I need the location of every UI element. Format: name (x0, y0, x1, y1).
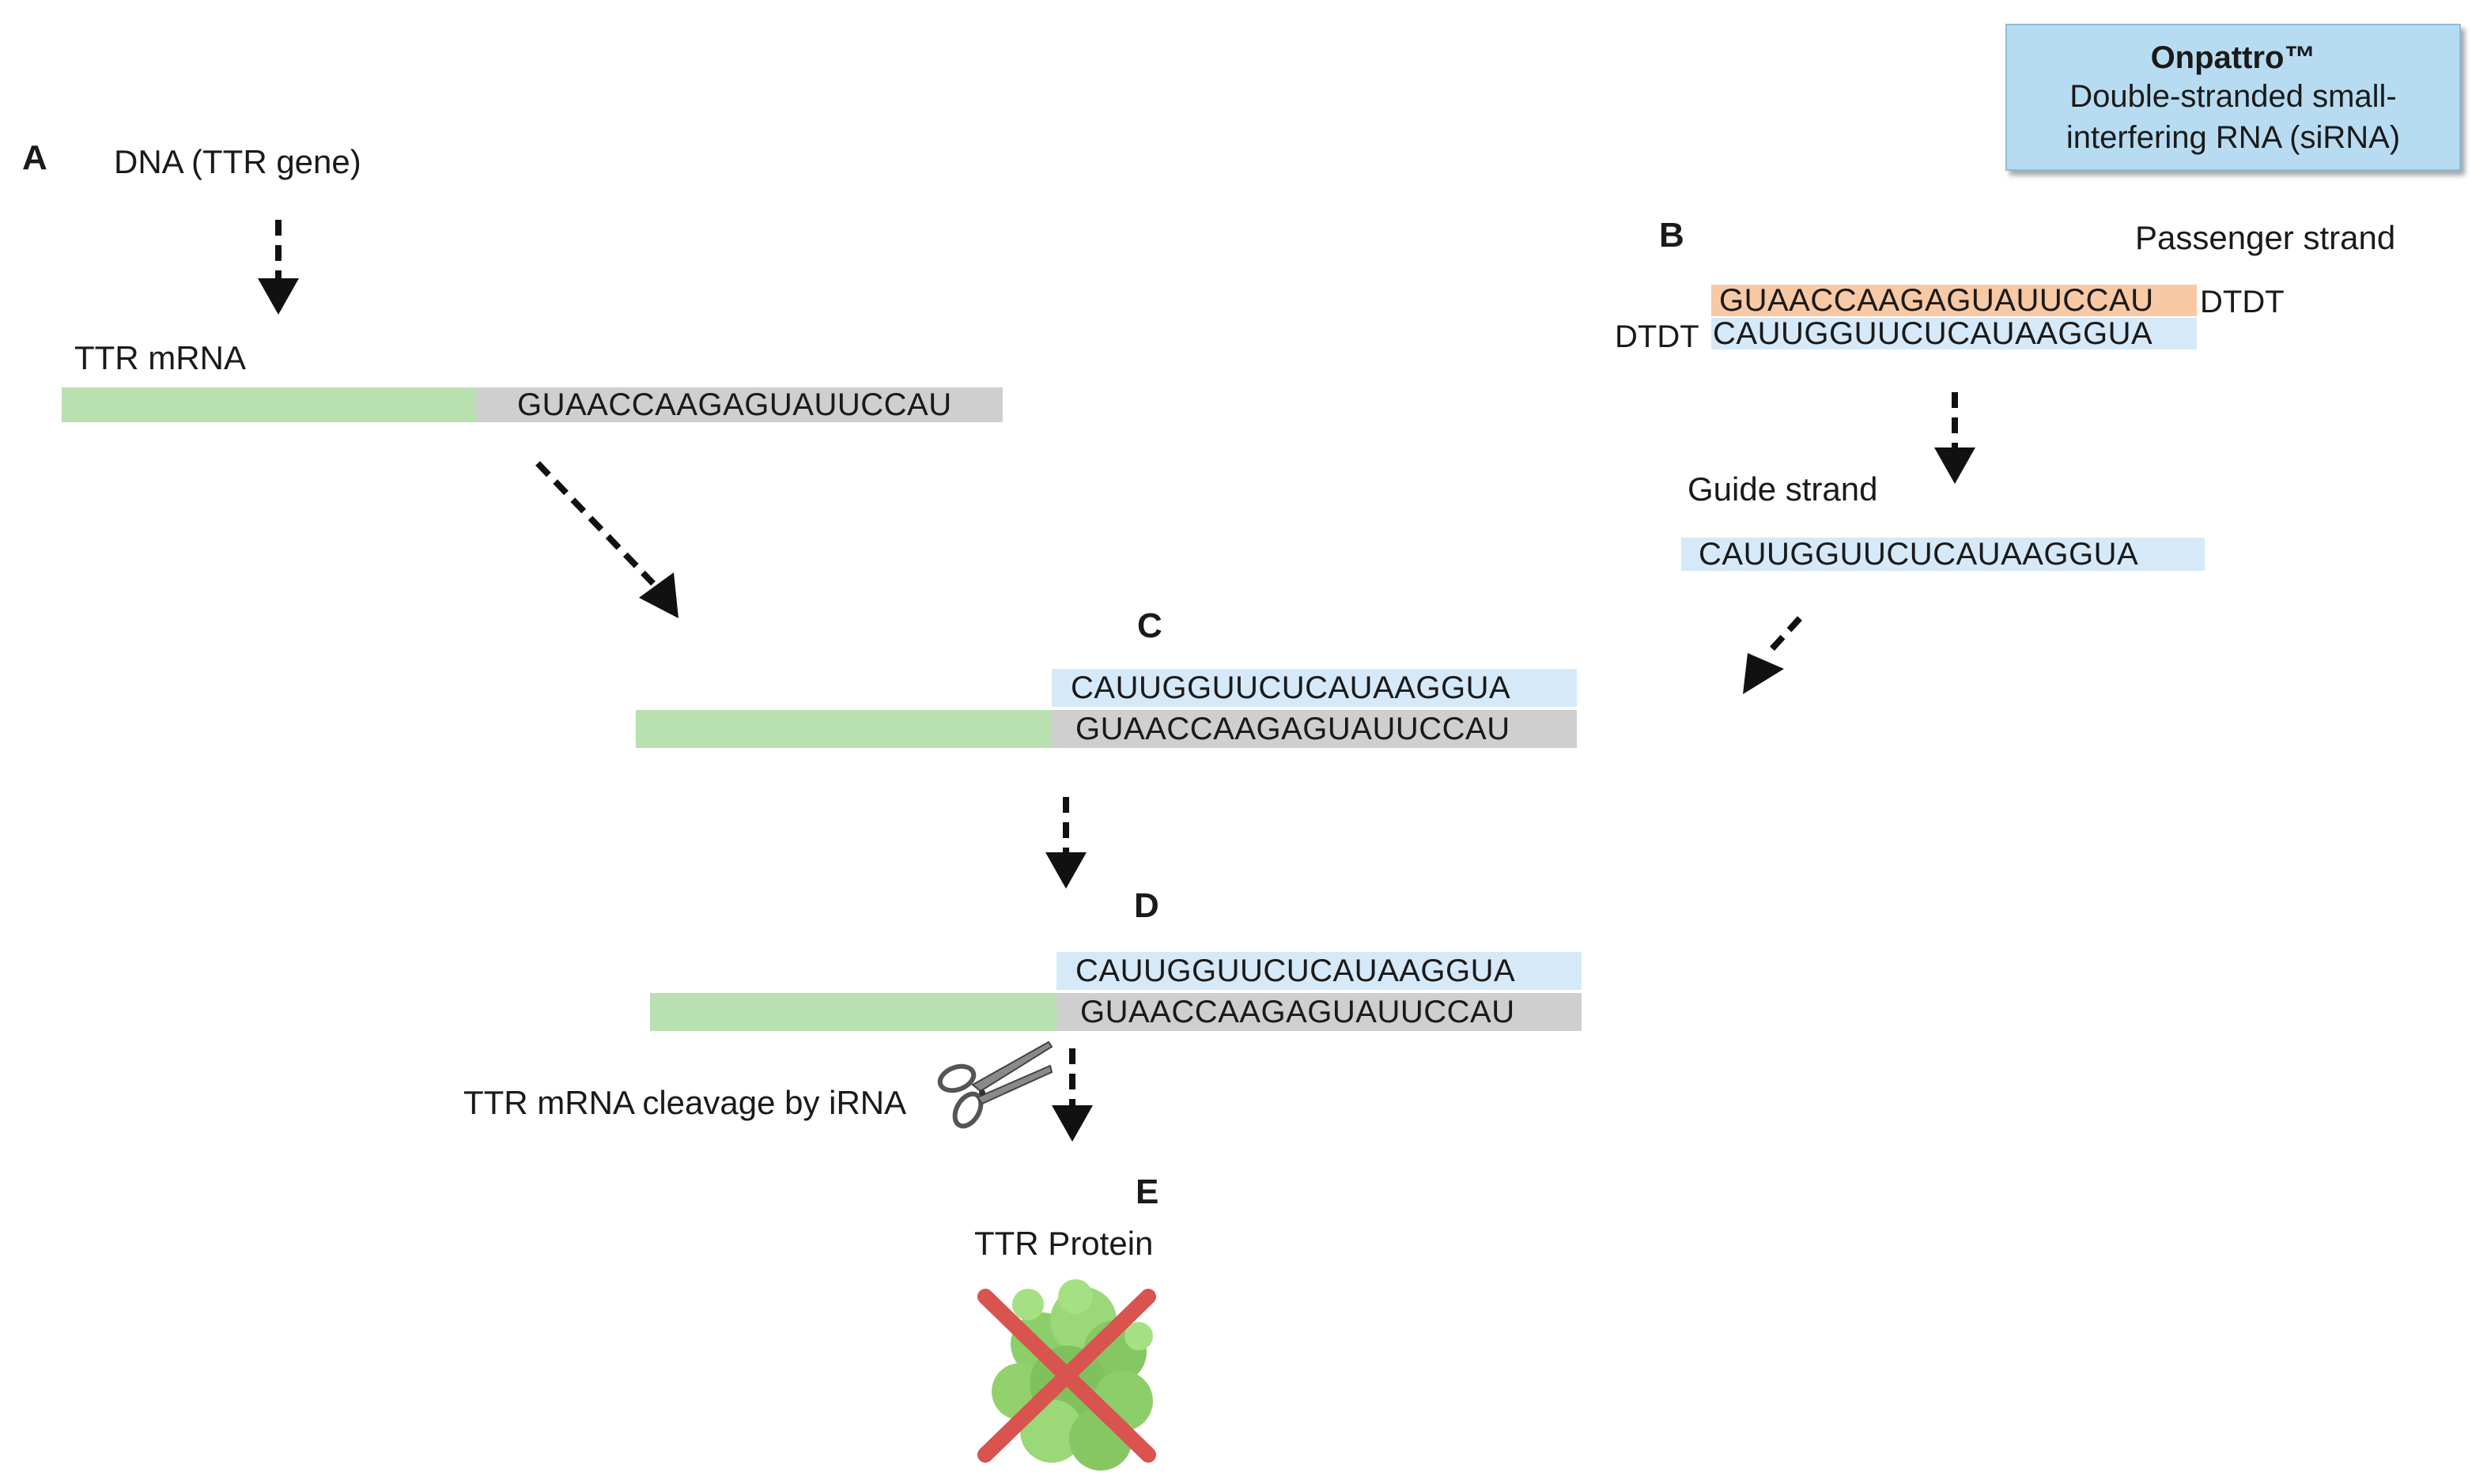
onpattro-info-box: Onpattro™ Double-stranded small-interfer… (2005, 24, 2461, 171)
mrna-c-seq-text: GUAACCAAGAGUAUUCCAU (1075, 712, 1510, 746)
guide-strand-seq: CAUUGGUUCUCAUAAGGUA (1681, 538, 2205, 571)
info-box-title: Onpattro™ (2150, 40, 2316, 75)
scissors-icon (937, 1040, 1053, 1129)
arrow-guide-to-c (1743, 616, 1802, 694)
arrow-c-to-d (1045, 797, 1087, 889)
ttr-mrna-label: TTR mRNA (74, 339, 246, 376)
cleavage-label: TTR mRNA cleavage by iRNA (463, 1084, 907, 1121)
dna-label: DNA (TTR gene) (114, 143, 361, 180)
arrow-duplex-to-guide (1934, 392, 1975, 484)
mrna-d-seq-text: GUAACCAAGAGUAUUCCAU (1080, 995, 1515, 1029)
guide-strand-label: Guide strand (1688, 470, 1878, 508)
arrow-d-to-e (1052, 1048, 1093, 1142)
ttr-protein-label: TTR Protein (974, 1225, 1154, 1262)
guide-seq-c-text: CAUUGGUUCUCAUAAGGUA (1071, 670, 1511, 705)
panel-a-letter: A (22, 138, 47, 177)
guide-seq-duplex-text: CAUUGGUUCUCAUAAGGUA (1713, 316, 2153, 351)
mrna-a-seq-text: GUAACCAAGAGUAUUCCAU (517, 387, 952, 422)
panel-b-letter: B (1659, 216, 1684, 255)
mrna-a-green-segment (62, 387, 476, 422)
mrna-d-green-segment (650, 993, 1056, 1031)
mrna-c-green-segment (636, 710, 1052, 748)
guide-strand-seq-text: CAUUGGUUCUCAUAAGGUA (1699, 537, 2139, 572)
guide-seq-c: CAUUGGUUCUCAUAAGGUA (1052, 669, 1577, 707)
arrow-mrna-to-c (535, 461, 678, 618)
guide-seq-d-text: CAUUGGUUCUCAUAAGGUA (1075, 953, 1516, 988)
passenger-overhang: DTDT (2200, 285, 2285, 319)
guide-overhang: DTDT (1615, 319, 1699, 354)
mrna-c-seq: GUAACCAAGAGUAUUCCAU (1052, 710, 1577, 748)
passenger-seq: GUAACCAAGAGUAUUCCAU (1711, 285, 2197, 316)
guide-seq-duplex: CAUUGGUUCUCAUAAGGUA (1711, 318, 2197, 349)
mrna-d-seq: GUAACCAAGAGUAUUCCAU (1056, 993, 1582, 1031)
panel-c-letter: C (1137, 606, 1162, 645)
mrna-a-seq: GUAACCAAGAGUAUUCCAU (476, 387, 1003, 422)
info-box-subtitle: Double-stranded small-interfering RNA (s… (2066, 79, 2401, 155)
guide-seq-d: CAUUGGUUCUCAUAAGGUA (1056, 952, 1582, 990)
arrow-dna-to-mrna (258, 220, 299, 315)
passenger-strand-label: Passenger strand (2135, 219, 2396, 256)
panel-e-letter: E (1136, 1172, 1159, 1211)
panel-d-letter: D (1134, 886, 1159, 925)
cross-out-icon (977, 1289, 1156, 1463)
passenger-seq-text: GUAACCAAGAGUAUUCCAU (1719, 283, 2154, 318)
